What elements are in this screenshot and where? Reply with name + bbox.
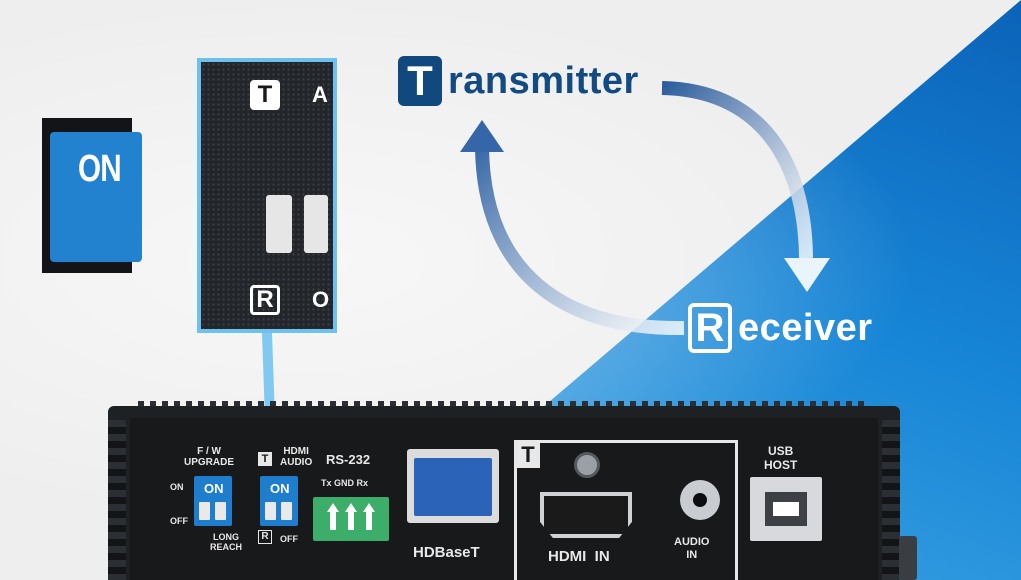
- receiver-label: R eceiver: [688, 302, 873, 354]
- hdmi-audio-toggle-2[interactable]: [281, 502, 292, 520]
- dip2-t-mark: T: [258, 452, 272, 466]
- hdmi-audio-toggle-1[interactable]: [265, 502, 276, 520]
- rs232-pins-label: Tx GND Rx: [321, 478, 369, 488]
- transmitter-initial: T: [398, 56, 442, 106]
- long-reach-label: LONG REACH: [210, 532, 243, 552]
- zoom-on-label: ON: [78, 148, 122, 190]
- receiver-initial: R: [688, 303, 732, 353]
- usb-host-label: USB HOST: [764, 444, 798, 472]
- fw-dip-toggle-2[interactable]: [215, 502, 226, 520]
- hdmi-in-port[interactable]: [540, 492, 632, 538]
- zoom-dip-switch: [50, 132, 142, 262]
- rs232-terminal-block[interactable]: [313, 497, 389, 541]
- fw-dip-toggle-1[interactable]: [199, 502, 210, 520]
- fw-dip-on: ON: [204, 481, 224, 496]
- hdmi-audio-dip-on: ON: [270, 481, 290, 496]
- fw-off-label: OFF: [170, 516, 188, 526]
- fw-on-label: ON: [170, 482, 184, 492]
- hdbaset-port-inner: [414, 458, 492, 516]
- zoom-partial-bottom: O: [312, 287, 330, 312]
- zoom-toggle-1: [266, 195, 292, 253]
- transmitter-section-frame: [514, 440, 738, 580]
- zoom-partial-top: A: [312, 82, 328, 107]
- device-left-fins: [108, 420, 126, 580]
- audio-in-jack-hole: [693, 493, 707, 507]
- hdmi-in-label: HDMI IN: [548, 548, 610, 565]
- zoom-t-mark: T: [250, 80, 280, 110]
- device-side-knob: [899, 536, 917, 580]
- zoom-r-mark: R: [250, 285, 280, 315]
- audio-in-label: AUDIO IN: [674, 536, 710, 561]
- dip2-off-label: OFF: [280, 534, 298, 544]
- device-right-fins: [882, 420, 900, 580]
- transmitter-text: ransmitter: [448, 59, 639, 102]
- rs232-label: RS-232: [326, 452, 371, 467]
- dip2-r-mark: R: [258, 530, 272, 544]
- hdbaset-label: HDBaseT: [413, 544, 480, 561]
- receiver-text: eceiver: [738, 306, 873, 349]
- usb-host-port-tab: [773, 502, 799, 516]
- screw-icon: [574, 452, 600, 478]
- transmitter-label: T ransmitter: [398, 55, 639, 107]
- hdmi-audio-label: HDMI AUDIO: [280, 446, 313, 468]
- zoom-toggle-2: [304, 195, 328, 253]
- fw-upgrade-label: F / W UPGRADE: [184, 446, 235, 468]
- transmitter-section-badge: T: [516, 442, 540, 468]
